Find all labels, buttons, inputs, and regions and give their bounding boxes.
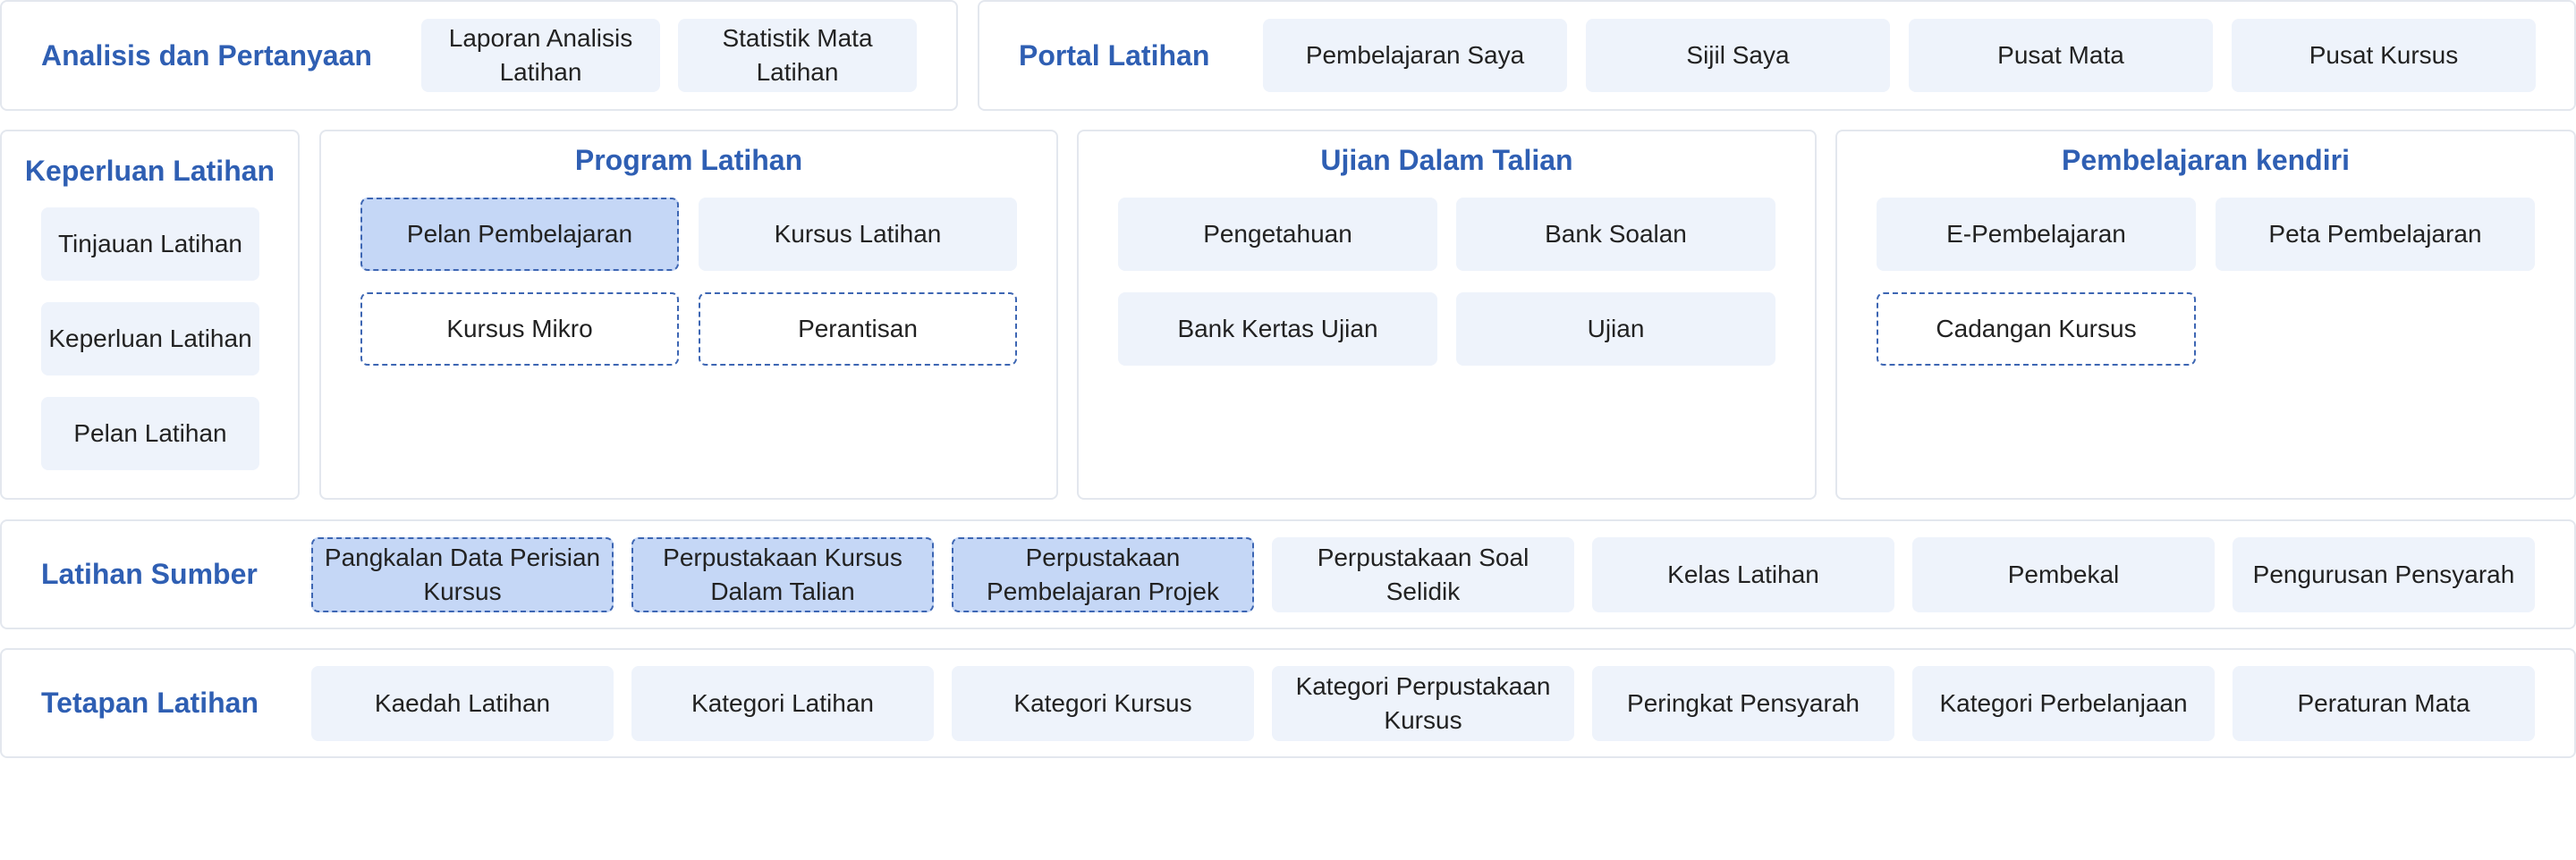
analisis-item-laporan[interactable]: Laporan Analisis Latihan bbox=[421, 19, 660, 92]
tetapan-item-peraturan-mata[interactable]: Peraturan Mata bbox=[2233, 666, 2535, 741]
tetapan-item-kategori-latihan[interactable]: Kategori Latihan bbox=[631, 666, 934, 741]
keperluan-title: Keperluan Latihan bbox=[24, 155, 275, 187]
tetapan-item-kategori-perpustakaan-kursus[interactable]: Kategori Perpustakaan Kursus bbox=[1272, 666, 1574, 741]
kendiri-item-peta-pembelajaran[interactable]: Peta Pembelajaran bbox=[2216, 198, 2535, 271]
ujian-item-bank-soalan[interactable]: Bank Soalan bbox=[1456, 198, 1775, 271]
kendiri-item-e-pembelajaran[interactable]: E-Pembelajaran bbox=[1877, 198, 2196, 271]
program-item-kursus-mikro[interactable]: Kursus Mikro bbox=[360, 292, 679, 366]
sumber-item-perpustakaan-soal-selidik[interactable]: Perpustakaan Soal Selidik bbox=[1272, 537, 1574, 612]
analisis-item-statistik[interactable]: Statistik Mata Latihan bbox=[678, 19, 917, 92]
kendiri-title: Pembelajaran kendiri bbox=[2062, 144, 2350, 176]
sumber-item-perpustakaan-kursus[interactable]: Perpustakaan Kursus Dalam Talian bbox=[631, 537, 934, 612]
program-title: Program Latihan bbox=[574, 144, 803, 176]
portal-item-pusat-kursus[interactable]: Pusat Kursus bbox=[2232, 19, 2536, 92]
tetapan-item-kaedah-latihan[interactable]: Kaedah Latihan bbox=[311, 666, 614, 741]
sumber-item-kelas-latihan[interactable]: Kelas Latihan bbox=[1592, 537, 1894, 612]
tetapan-item-kategori-kursus[interactable]: Kategori Kursus bbox=[952, 666, 1254, 741]
sumber-item-perpustakaan-projek[interactable]: Perpustakaan Pembelajaran Projek bbox=[952, 537, 1254, 612]
ujian-item-ujian[interactable]: Ujian bbox=[1456, 292, 1775, 366]
tetapan-item-kategori-perbelanjaan[interactable]: Kategori Perbelanjaan bbox=[1912, 666, 2215, 741]
tetapan-title: Tetapan Latihan bbox=[41, 687, 258, 719]
portal-title: Portal Latihan bbox=[1019, 39, 1210, 72]
sumber-item-pangkalan-data[interactable]: Pangkalan Data Perisian Kursus bbox=[311, 537, 614, 612]
ujian-item-pengetahuan[interactable]: Pengetahuan bbox=[1118, 198, 1437, 271]
sumber-title: Latihan Sumber bbox=[41, 558, 258, 590]
portal-item-pembelajaran-saya[interactable]: Pembelajaran Saya bbox=[1263, 19, 1567, 92]
program-item-pelan-pembelajaran[interactable]: Pelan Pembelajaran bbox=[360, 198, 679, 271]
sumber-item-pengurusan-pensyarah[interactable]: Pengurusan Pensyarah bbox=[2233, 537, 2535, 612]
tetapan-item-peringkat-pensyarah[interactable]: Peringkat Pensyarah bbox=[1592, 666, 1894, 741]
ujian-title: Ujian Dalam Talian bbox=[1320, 144, 1573, 176]
program-item-perantisan[interactable]: Perantisan bbox=[699, 292, 1017, 366]
keperluan-item-pelan[interactable]: Pelan Latihan bbox=[41, 397, 259, 470]
portal-item-pusat-mata[interactable]: Pusat Mata bbox=[1909, 19, 2213, 92]
ujian-item-bank-kertas-ujian[interactable]: Bank Kertas Ujian bbox=[1118, 292, 1437, 366]
program-item-kursus-latihan[interactable]: Kursus Latihan bbox=[699, 198, 1017, 271]
sumber-item-pembekal[interactable]: Pembekal bbox=[1912, 537, 2215, 612]
kendiri-item-cadangan-kursus[interactable]: Cadangan Kursus bbox=[1877, 292, 2196, 366]
portal-item-sijil-saya[interactable]: Sijil Saya bbox=[1586, 19, 1890, 92]
keperluan-item-tinjauan[interactable]: Tinjauan Latihan bbox=[41, 207, 259, 281]
analisis-title: Analisis dan Pertanyaan bbox=[41, 39, 372, 72]
keperluan-item-keperluan[interactable]: Keperluan Latihan bbox=[41, 302, 259, 375]
